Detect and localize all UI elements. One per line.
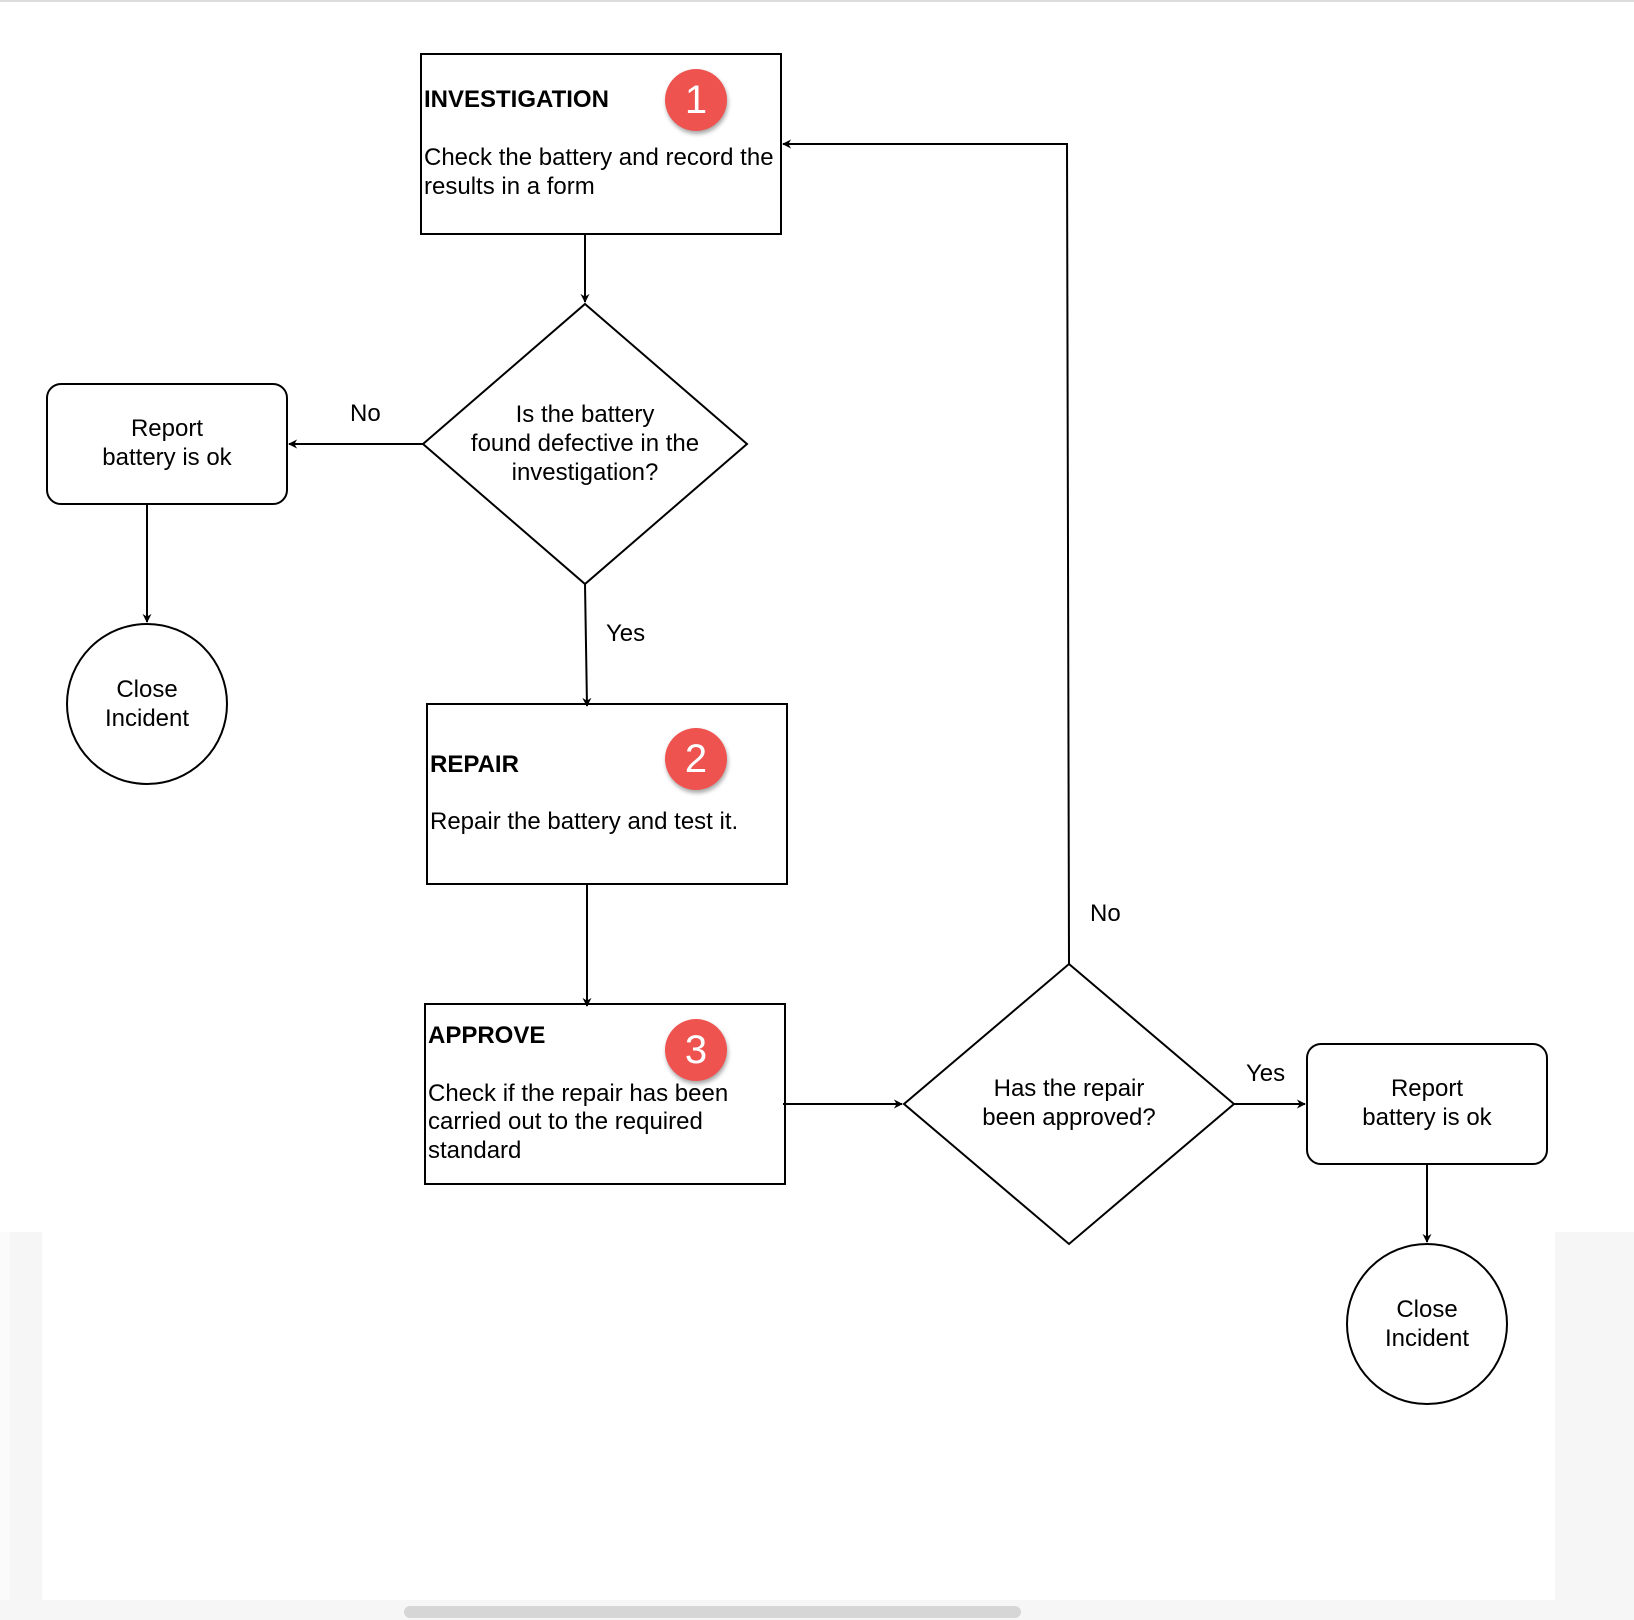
horizontal-scrollbar[interactable] — [404, 1606, 1021, 1618]
repair-box[interactable] — [426, 703, 788, 885]
approve-text-line1: Check if the repair has been — [428, 1080, 729, 1107]
canvas-gutter-edge — [0, 1232, 10, 1620]
step-3-badge: 3 — [665, 1019, 727, 1081]
edge-label-approved-yes: Yes — [1246, 1060, 1286, 1087]
step-1-badge: 1 — [665, 69, 727, 131]
approve-text-line2: carried out to the required — [428, 1108, 703, 1135]
repair-title: REPAIR — [430, 751, 519, 778]
investigation-text-line1: Check the battery and record the — [424, 144, 774, 171]
edge-label-defective-no: No — [350, 400, 381, 427]
defective-question: Is the battery found defective in the in… — [470, 401, 700, 486]
step-2-badge: 2 — [665, 728, 727, 790]
report-ok-box-left[interactable] — [46, 383, 288, 505]
approve-box[interactable] — [424, 1003, 786, 1185]
edge-label-defective-yes: Yes — [606, 620, 646, 647]
repair-text: Repair the battery and test it. — [430, 808, 739, 835]
approve-text-line3: standard — [428, 1137, 522, 1164]
close-incident-label-left: Close Incident — [104, 676, 190, 732]
investigation-title: INVESTIGATION — [424, 86, 609, 113]
report-ok-label-left: Report battery is ok — [102, 415, 232, 471]
edge-defective-yes — [582, 583, 592, 707]
top-border — [0, 0, 1634, 2]
investigation-text-line2: results in a form — [424, 173, 595, 200]
edge-label-approved-no: No — [1090, 900, 1121, 927]
canvas-gutter-right — [1555, 1232, 1634, 1620]
edge-approved-no — [782, 139, 1070, 965]
approved-decision[interactable] — [902, 962, 1236, 1246]
approve-title: APPROVE — [428, 1022, 546, 1049]
report-ok-label-right: Report battery is ok — [1362, 1075, 1492, 1131]
close-incident-left[interactable] — [66, 623, 228, 785]
close-incident-label-right: Close Incident — [1384, 1296, 1470, 1352]
approved-question: Has the repair been approved? — [982, 1075, 1156, 1131]
close-incident-right[interactable] — [1346, 1243, 1508, 1405]
